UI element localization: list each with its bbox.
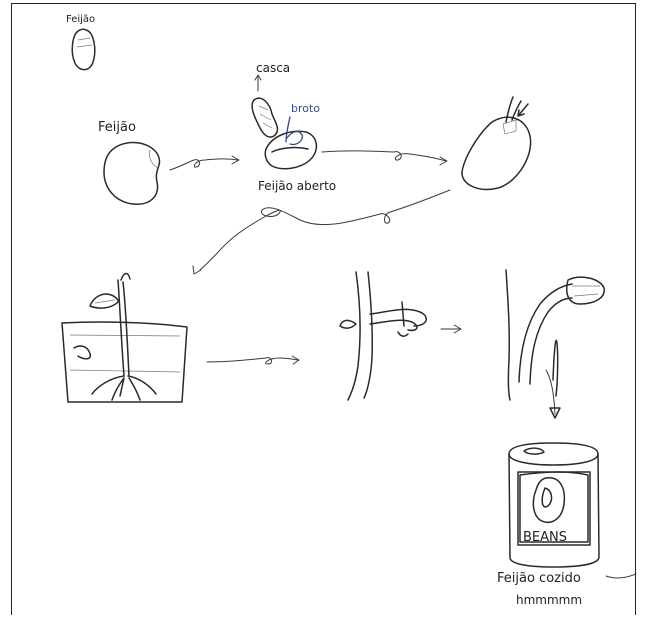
shell-icon: [252, 98, 277, 137]
small-bean-icon: [72, 29, 94, 69]
plant-icon: [62, 273, 187, 402]
bean-label: Feijão: [98, 120, 136, 135]
seedling-icon: [506, 270, 604, 400]
shell-label: casca: [256, 61, 290, 75]
arrow-icon: [170, 156, 239, 170]
small-bean-label: Feijão: [66, 14, 95, 25]
cooked-bean-label: Feijão cozido: [497, 571, 581, 586]
arrow-icon: [193, 190, 450, 274]
bean-icon: [104, 143, 160, 205]
shell-arrow-icon: [255, 75, 261, 91]
arrow-icon: [441, 325, 461, 333]
can-icon: [509, 443, 599, 567]
sprout-label: broto: [291, 102, 320, 115]
germinating-bean-icon: [462, 97, 531, 189]
underline-flourish: [606, 574, 636, 578]
arrow-icon: [207, 356, 299, 364]
yum-label: hmmmmm: [516, 593, 582, 607]
seedling-icon: [340, 272, 426, 400]
arrow-icon: [322, 151, 447, 165]
open-bean-label: Feijão aberto: [258, 179, 336, 193]
can-label: BEANS: [523, 530, 567, 545]
